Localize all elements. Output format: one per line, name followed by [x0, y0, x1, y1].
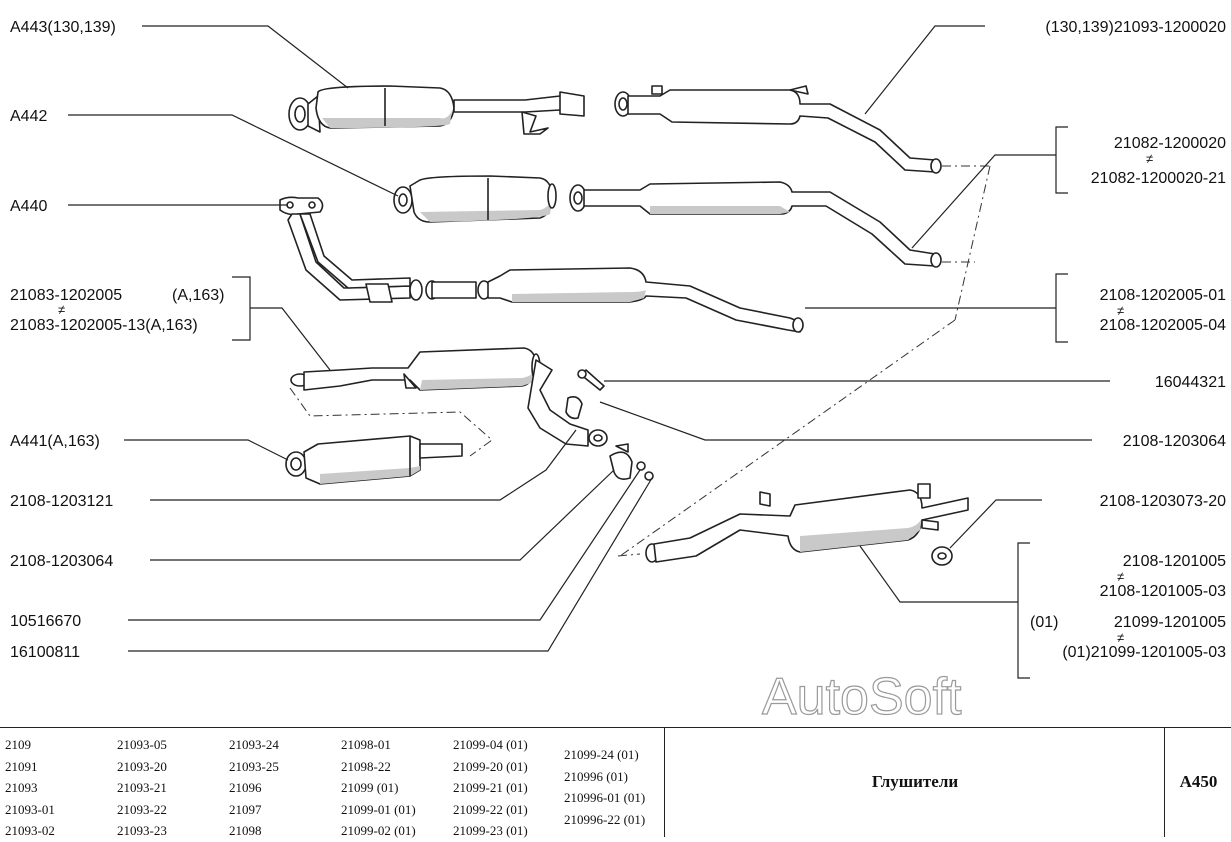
model-code: 21099-21 (01)	[453, 780, 528, 795]
title-block: 2109 21091 21093 21093-01 21093-02 21093…	[0, 727, 1231, 838]
label-muffler-top: (130,139)21093-1200020	[1045, 19, 1226, 36]
model-code: 21093-25	[229, 758, 279, 774]
not-interchangeable-mark: ≠	[1117, 303, 1124, 318]
model-code: 21099-24 (01)	[564, 747, 639, 762]
model-code: 21098-01	[341, 737, 391, 752]
model-code: 21098-22	[341, 758, 391, 774]
label-a443: A443(130,139)	[10, 19, 116, 36]
model-code: 21097	[229, 801, 262, 817]
label-resonator-2: 21082-1200020-21	[1091, 170, 1226, 187]
label-clamp-121: 2108-1203121	[10, 493, 113, 510]
model-code: 21091	[5, 758, 38, 774]
not-interchangeable-mark: ≠	[1146, 151, 1153, 166]
model-code: 21098	[229, 823, 262, 838]
model-code: 21093	[5, 780, 38, 795]
label-bolt-321: 16044321	[1155, 374, 1226, 391]
bolt-16044321	[577, 369, 605, 391]
model-code: 21099-22 (01)	[453, 801, 528, 817]
model-code: 21099-23 (01)	[453, 823, 528, 838]
model-code: 21099-20 (01)	[453, 758, 528, 774]
model-code: 21099-01 (01)	[341, 801, 416, 817]
model-code: 210996-22 (01)	[564, 811, 646, 827]
clamp-2108-1203121	[609, 443, 633, 480]
model-column-3: 21093-24 21093-25 21096 21097 21098	[229, 734, 279, 842]
model-code: 21099-02 (01)	[341, 823, 416, 838]
label-front-pipe-1-ref: (A,163)	[172, 287, 224, 304]
watermark: AutoSoft	[762, 668, 962, 726]
label-mid-pipe-2: 2108-1202005-04	[1100, 317, 1226, 334]
exhaust-system-diagram: A443(130,139) A442 A440 21083-1202005 ≠ …	[10, 19, 1226, 727]
label-ring-064: 2108-1203064	[1123, 433, 1226, 450]
label-main-muffler-3-prefix: (01)	[1030, 614, 1058, 631]
divider	[664, 728, 665, 837]
model-code: 21099-04 (01)	[453, 737, 528, 752]
model-code: 21093-24	[229, 737, 279, 752]
rear-muffler-top	[614, 85, 942, 174]
not-interchangeable-mark: ≠	[1117, 569, 1124, 584]
model-code: 210996-01 (01)	[564, 790, 646, 805]
leader-lines	[68, 25, 1110, 679]
front-muffler-21083	[290, 347, 589, 447]
label-a442: A442	[10, 108, 47, 125]
catalyst-a442	[393, 175, 557, 223]
ring-2108-1203064	[565, 396, 583, 420]
model-code: 2109	[5, 737, 31, 752]
front-pipe-a440	[279, 196, 423, 303]
label-main-muffler-3: 21099-1201005	[1114, 614, 1226, 631]
cushion-2108-1203064	[588, 429, 608, 447]
not-interchangeable-mark: ≠	[1117, 630, 1124, 645]
label-cushion-064: 2108-1203064	[10, 553, 113, 570]
label-a441: A441(A,163)	[10, 433, 100, 450]
model-code: 21093-22	[117, 801, 167, 817]
model-code: 21093-01	[5, 801, 55, 817]
model-code: 21093-23	[117, 823, 167, 838]
label-resonator-1: 21082-1200020	[1114, 135, 1226, 152]
label-main-muffler-1: 2108-1201005	[1123, 553, 1226, 570]
model-column-1: 2109 21091 21093 21093-01 21093-02	[5, 734, 55, 842]
model-code: 21099 (01)	[341, 780, 399, 795]
resonator-pipe	[569, 181, 942, 268]
model-column-2: 21093-05 21093-20 21093-21 21093-22 2109…	[117, 734, 167, 842]
main-muffler	[645, 483, 969, 563]
model-column-6: 21099-24 (01) 210996 (01) 210996-01 (01)…	[564, 744, 645, 830]
model-column-5: 21099-04 (01) 21099-20 (01) 21099-21 (01…	[453, 734, 528, 842]
model-code: 21093-21	[117, 780, 167, 795]
model-code: 210996 (01)	[564, 768, 628, 784]
catalyst-a441	[285, 435, 463, 485]
label-front-pipe-1: 21083-1202005	[10, 287, 122, 304]
label-nut-811: 16100811	[10, 644, 80, 661]
assembly-lines	[289, 165, 991, 557]
nut-16100811	[636, 461, 654, 481]
hanger-2108-1203073	[931, 546, 953, 566]
model-column-4: 21098-01 21098-22 21099 (01) 21099-01 (0…	[341, 734, 416, 842]
label-main-muffler-4: (01)21099-1201005-03	[1062, 644, 1226, 661]
catalyst-a443	[288, 85, 585, 135]
model-code: 21093-20	[117, 758, 167, 774]
label-a440: A440	[10, 198, 47, 215]
sheet-code: A450	[1179, 772, 1218, 791]
model-code: 21093-05	[117, 737, 167, 752]
label-front-pipe-2: 21083-1202005-13(A,163)	[10, 317, 198, 334]
mid-pipe	[425, 267, 804, 333]
sheet-title: Глушители	[871, 772, 959, 791]
model-code: 21093-02	[5, 823, 55, 838]
label-hanger-073: 2108-1203073-20	[1100, 493, 1226, 510]
label-main-muffler-2: 2108-1201005-03	[1100, 583, 1226, 600]
not-interchangeable-mark: ≠	[58, 302, 65, 317]
model-code: 21096	[229, 780, 262, 795]
divider	[1164, 728, 1165, 837]
label-mid-pipe-1: 2108-1202005-01	[1100, 287, 1226, 304]
label-bolt-670: 10516670	[10, 613, 81, 630]
